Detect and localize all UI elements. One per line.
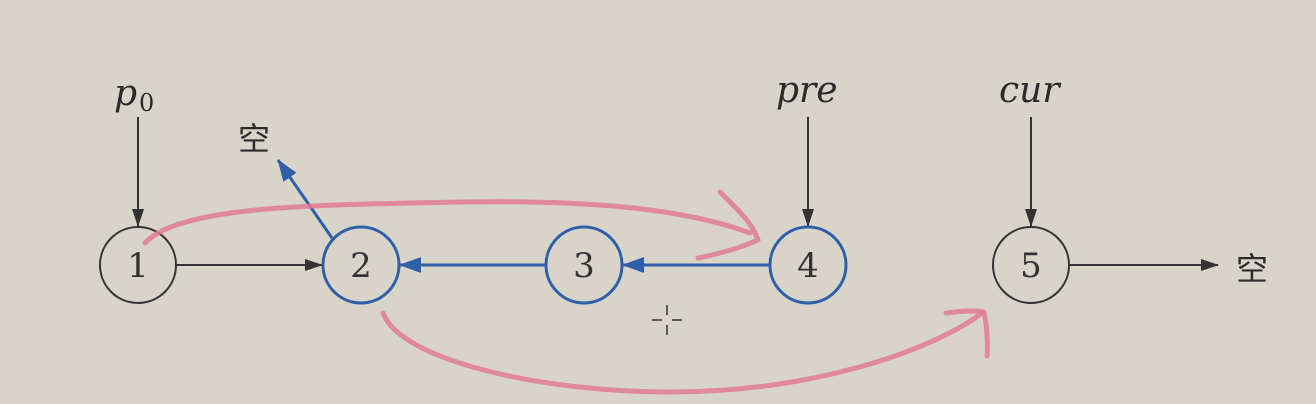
node-3-label: 3 [573,246,595,286]
pointer-p0-text: p [114,73,137,114]
annotation-arrow-2-to-5 [380,310,985,395]
pointer-pre-label: pre [776,70,838,111]
edge-2-to-null [276,159,334,239]
pointer-cur-label: cur [999,70,1061,111]
null-label-above: 空 [238,120,270,158]
node-5-label: 5 [1020,246,1042,286]
node-1: 1 [99,226,177,304]
node-4: 4 [768,225,848,305]
node-2: 2 [321,225,401,305]
node-4-label: 4 [797,246,819,286]
pointer-p0-subscript: 0 [139,89,154,117]
node-1-label: 1 [127,246,149,286]
annotation-arrowhead-2-to-5 [943,308,990,359]
node-2-label: 2 [350,246,372,286]
node-5: 5 [992,226,1070,304]
null-label-right: 空 [1236,250,1268,288]
annotation-arrowhead-1-to-4 [695,189,761,261]
node-3: 3 [544,225,624,305]
pointer-p0-label: p0 [114,73,154,117]
annotation-arrow-1-to-4 [142,199,753,246]
cursor-crosshair-icon [652,305,682,335]
